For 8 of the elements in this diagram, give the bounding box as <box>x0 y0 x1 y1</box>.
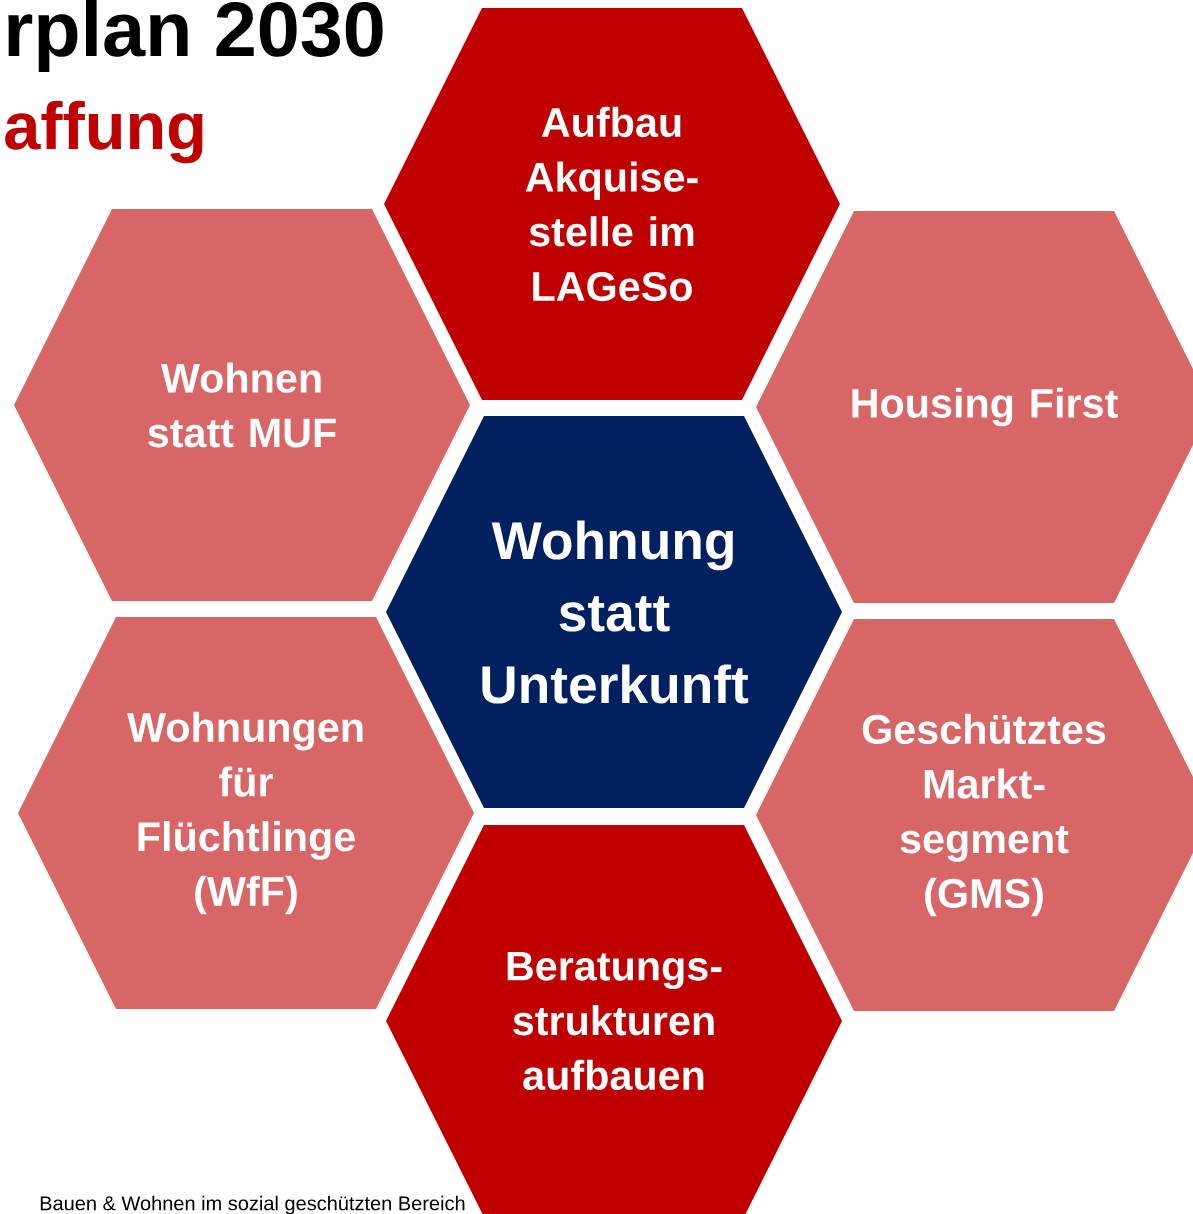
hexagon: Aufbau Akquise- stelle im LAGeSo <box>384 8 840 400</box>
title: rplan 2030 <box>8 0 383 73</box>
subtitle: affung <box>5 100 203 164</box>
hexagon: Geschütztes Markt- segment (GMS) <box>756 619 1193 1011</box>
hexagon: Wohnung statt Unterkunft <box>386 416 842 808</box>
hexagon: Wohnen statt MUF <box>14 209 470 601</box>
hexagon: Housing First <box>756 211 1193 603</box>
hexagon: Wohnungen für Flüchtlinge (WfF) <box>18 617 474 1009</box>
